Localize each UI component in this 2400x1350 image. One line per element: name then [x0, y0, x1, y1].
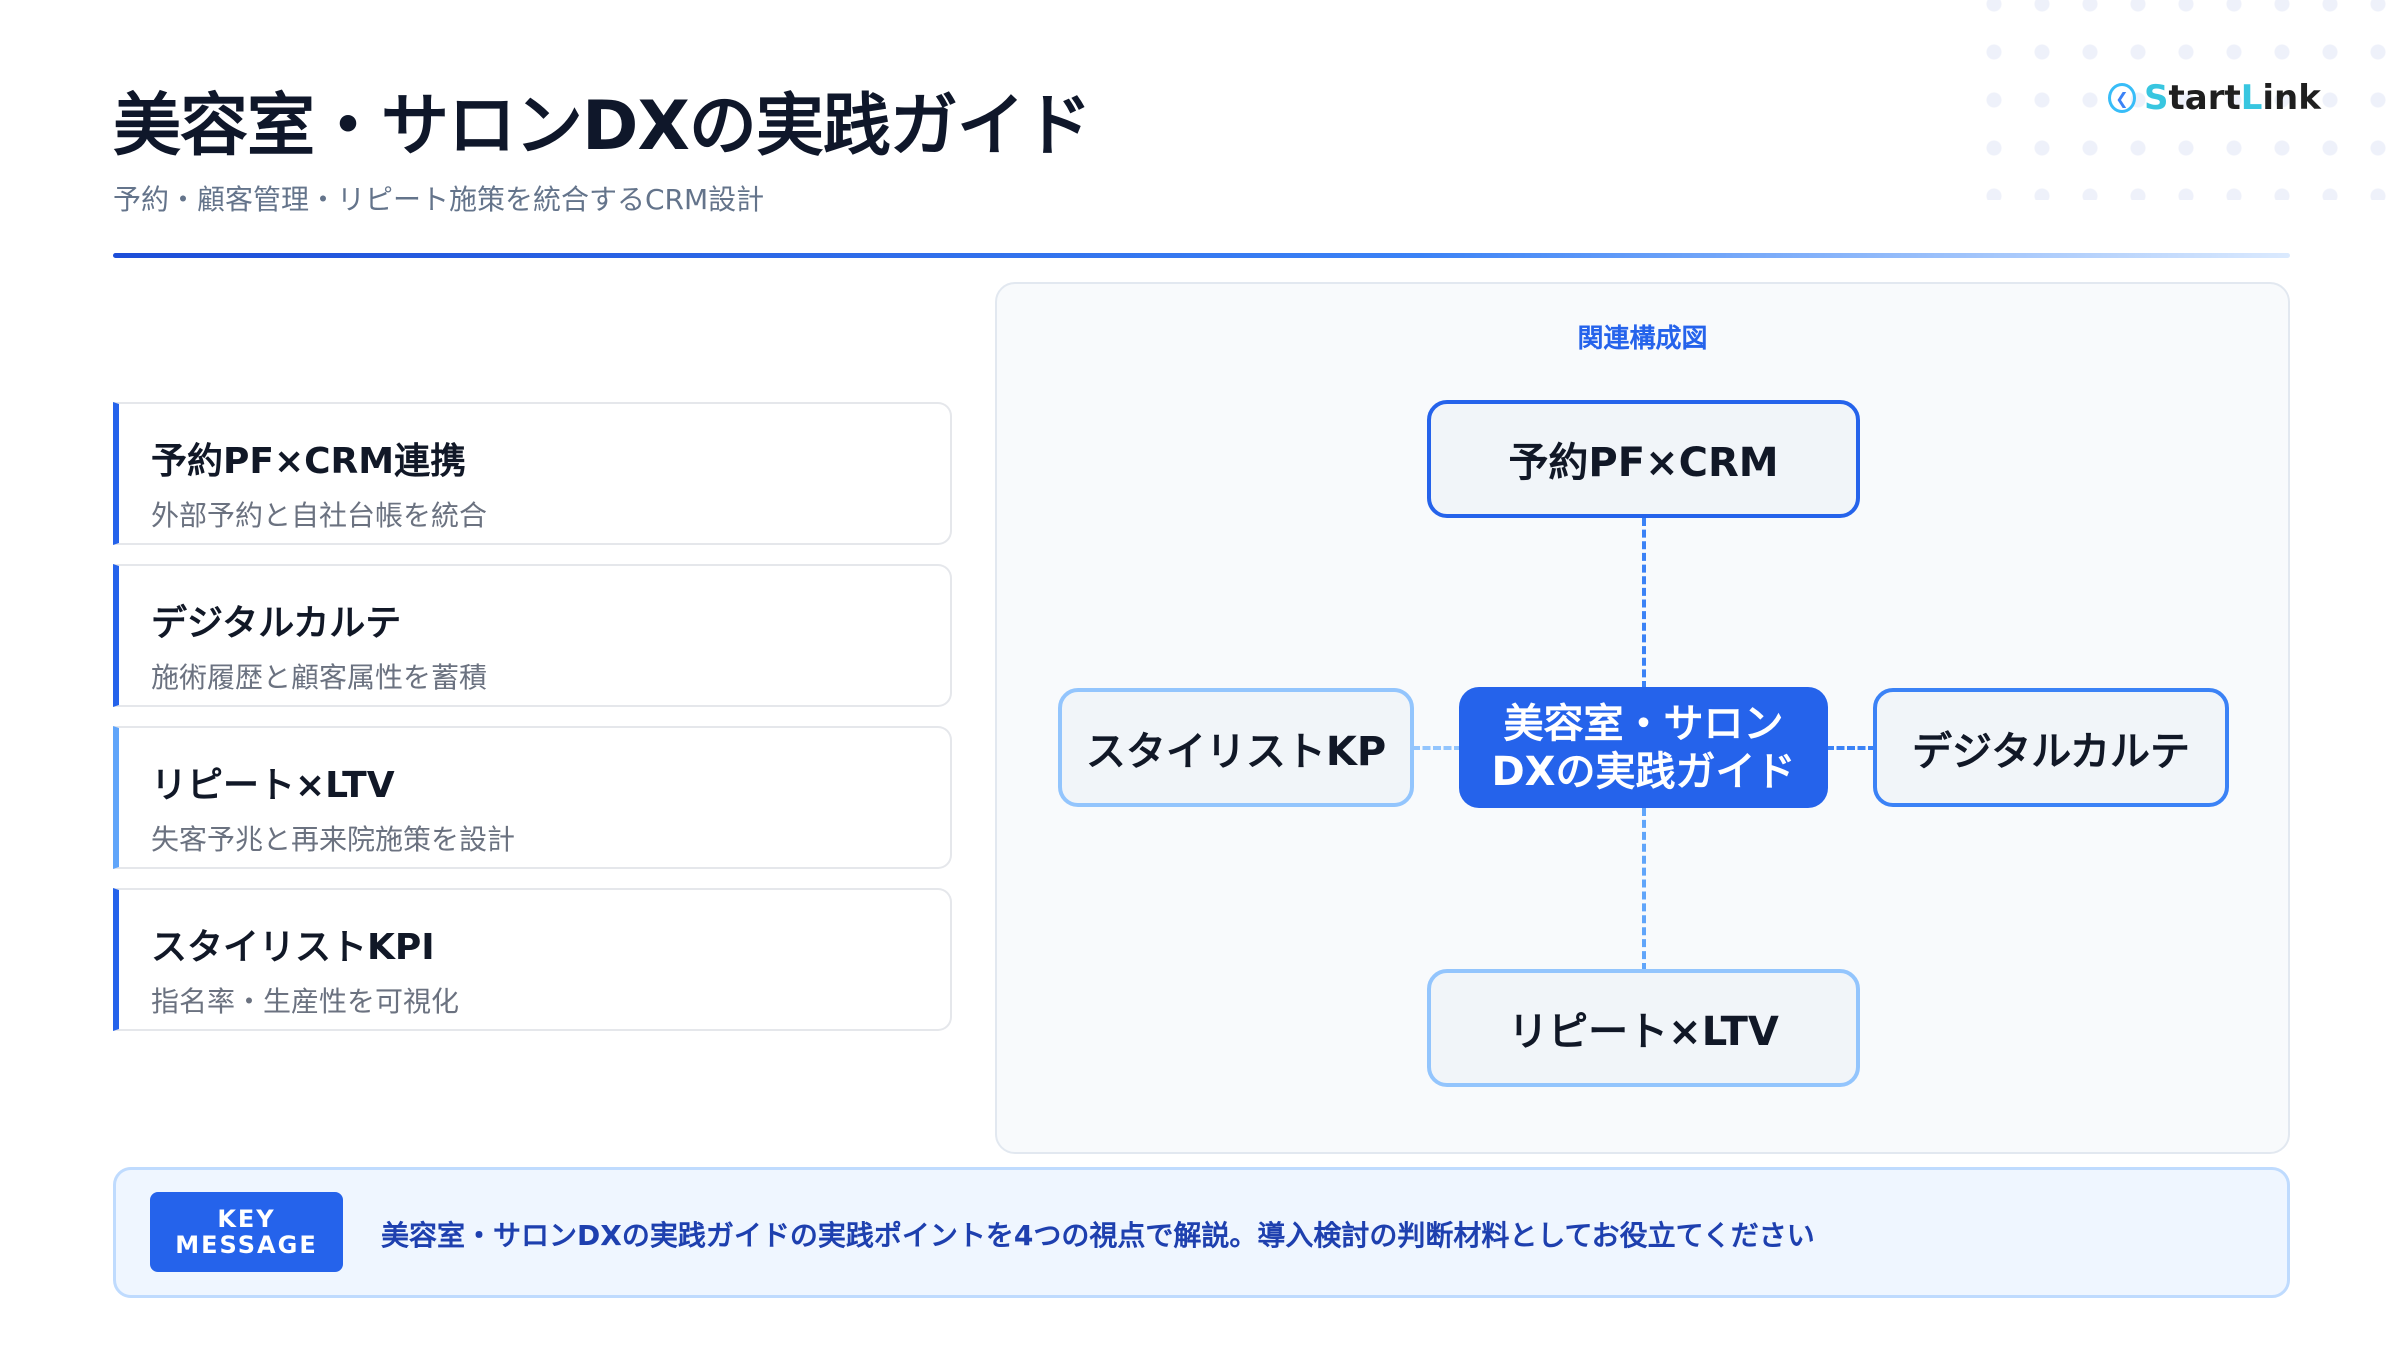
card-description: 施術履歴と顧客属性を蓄積 [151, 661, 488, 694]
connector-left [1412, 746, 1462, 750]
node-stylist-kpi: スタイリストKP [1058, 688, 1414, 807]
dot-pattern [1980, 0, 2400, 200]
startlink-logo: ❮ StartLink [2108, 78, 2321, 118]
node-digital-karte: デジタルカルテ [1873, 688, 2229, 807]
key-message-text: 美容室・サロンDXの実践ガイドの実践ポイントを4つの視点で解説。導入検討の判断材… [381, 1219, 1815, 1252]
node-reservation-crm: 予約PF×CRM [1427, 400, 1860, 518]
header-divider [113, 253, 2290, 258]
connector-top [1642, 518, 1646, 689]
card-description: 失客予兆と再来院施策を設計 [151, 823, 516, 856]
card-title: 予約PF×CRM連携 [151, 441, 467, 482]
card-digital-karte: デジタルカルテ 施術履歴と顧客属性を蓄積 [113, 564, 952, 707]
connector-bottom [1642, 808, 1646, 971]
diagram-title: 関連構成図 [1577, 324, 1708, 354]
diagram-panel: 関連構成図 予約PF×CRM スタイリストKP 美容室・サロンDXの実践ガイド … [995, 282, 2290, 1154]
card-description: 外部予約と自社台帳を統合 [151, 499, 488, 532]
card-title: デジタルカルテ [151, 603, 402, 644]
startlink-logo-icon: ❮ [2108, 83, 2136, 113]
connector-right [1826, 746, 1876, 750]
card-reservation-crm: 予約PF×CRM連携 外部予約と自社台帳を統合 [113, 402, 952, 545]
node-repeat-ltv: リピート×LTV [1427, 969, 1860, 1087]
node-center: 美容室・サロンDXの実践ガイド [1459, 687, 1828, 808]
page-subtitle: 予約・顧客管理・リピート施策を統合するCRM設計 [113, 183, 765, 216]
card-repeat-ltv: リピート×LTV 失客予兆と再来院施策を設計 [113, 726, 952, 869]
card-title: スタイリストKPI [151, 927, 435, 968]
page-title: 美容室・サロンDXの実践ガイド [113, 87, 1092, 166]
logo-text: StartLink [2144, 78, 2321, 118]
card-stylist-kpi: スタイリストKPI 指名率・生産性を可視化 [113, 888, 952, 1031]
card-title: リピート×LTV [151, 765, 395, 806]
card-description: 指名率・生産性を可視化 [151, 985, 460, 1018]
